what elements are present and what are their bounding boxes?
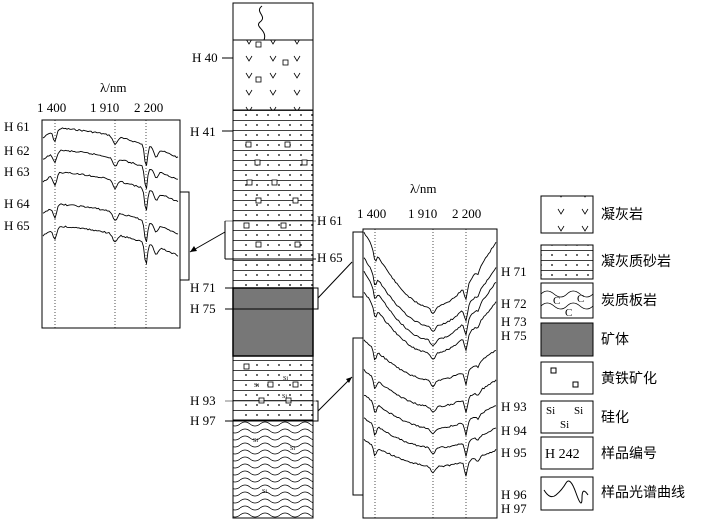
column-label: H 75 [190, 301, 216, 316]
pyrite-symbols [243, 41, 308, 404]
spectral-curve [363, 270, 497, 347]
spectral-curve [363, 417, 497, 457]
layer-tuff [232, 39, 314, 111]
svg-text:Si: Si [290, 446, 295, 452]
svg-text:H 242: H 242 [545, 447, 580, 462]
stratigraphic-column: Si Si Si Si Si Si H 40 H 41 H 71 H 75 H … [189, 2, 353, 519]
right-spectra-panel: λ/nm 1 400 1 910 2 200 H 71 H 72 H 73 H … [352, 181, 527, 519]
legend-swatch-slate [540, 282, 594, 319]
legend-label: 样品光谱曲线 [601, 485, 685, 501]
legend-label: 矿体 [601, 332, 629, 348]
right-sample-label: H 71 [501, 264, 527, 279]
right-sample-label: H 73 [501, 314, 527, 329]
arrow-to-right-panel [317, 376, 353, 412]
right-axis-label: λ/nm [410, 181, 437, 196]
spectral-curve [42, 149, 179, 189]
column-label: H 97 [190, 413, 216, 428]
svg-text:Si: Si [282, 394, 287, 400]
right-sample-label: H 75 [501, 328, 527, 343]
left-sample-label: H 65 [4, 218, 30, 233]
spectral-curve [42, 225, 179, 266]
spectral-curve [42, 171, 179, 211]
legend-swatch-ore [540, 322, 594, 357]
left-axis-label: λ/nm [100, 80, 127, 95]
legend-label: 炭质板岩 [601, 293, 657, 309]
svg-text:Si: Si [546, 405, 555, 417]
legend-label: 样品编号 [601, 446, 657, 462]
layer-ore-body [232, 287, 314, 357]
legend-swatch-spectral-curve [540, 476, 594, 511]
spectral-curve [363, 339, 497, 388]
right-sample-label: H 94 [501, 423, 527, 438]
spectral-curve [42, 127, 179, 166]
right-tick-2200: 2 200 [452, 206, 481, 221]
right-tick-1910: 1 910 [408, 206, 437, 221]
legend-swatch-pyrite [540, 361, 594, 395]
spectral-curve [363, 232, 497, 315]
left-tick-2200: 2 200 [134, 100, 163, 115]
legend: 凝灰岩 凝灰质砂岩 C C C 炭质板岩 矿体 黄铁矿化 Si Si Si 硅化… [540, 195, 685, 511]
spectral-curve [363, 369, 497, 413]
right-sample-label: H 72 [501, 296, 527, 311]
left-sample-label: H 62 [4, 143, 30, 158]
legend-label: 硅化 [601, 410, 629, 426]
column-label: H 71 [190, 280, 216, 295]
silica-symbols: Si Si Si Si Si Si [253, 376, 295, 495]
spectral-curve [42, 203, 179, 242]
right-sample-label: H 96 [501, 487, 527, 502]
layer-carbonaceous-slate [232, 419, 314, 519]
left-tick-1910: 1 910 [90, 100, 119, 115]
svg-text:C: C [565, 307, 572, 319]
right-plot-frame [362, 228, 498, 519]
legend-swatch-sample-code [540, 436, 594, 470]
right-sample-label: H 95 [501, 445, 527, 460]
left-bracket [180, 191, 190, 281]
spectral-curve [363, 257, 497, 332]
left-tick-1400: 1 400 [37, 100, 66, 115]
right-spectral-curves [363, 232, 497, 477]
left-sample-label: H 64 [4, 196, 30, 211]
right-sample-label: H 93 [501, 399, 527, 414]
column-label: H 65 [317, 250, 343, 265]
legend-label: 凝灰岩 [601, 207, 643, 223]
legend-swatch-sandstone [540, 244, 594, 280]
left-spectra-panel: λ/nm 1 400 1 910 2 200 H 61 H 62 H 63 H … [4, 80, 190, 329]
svg-text:Si: Si [560, 419, 569, 431]
arrow-to-left-panel [189, 231, 226, 253]
column-label: H 40 [192, 50, 218, 65]
svg-text:Si: Si [253, 438, 258, 444]
spectral-curve [363, 292, 497, 360]
legend-swatch-tuff [540, 195, 594, 234]
svg-text:Si: Si [283, 376, 288, 382]
left-sample-label: H 61 [4, 119, 30, 134]
svg-text:C: C [553, 295, 560, 307]
left-sample-label: H 63 [4, 164, 30, 179]
column-label: H 61 [317, 213, 343, 228]
svg-text:C: C [577, 293, 584, 305]
column-label: H 41 [190, 124, 216, 139]
column-label: H 93 [190, 393, 216, 408]
break-line [258, 5, 266, 41]
legend-label: 黄铁矿化 [601, 370, 657, 387]
connector-to-right-panel [317, 261, 353, 299]
spectral-curve [363, 439, 497, 477]
svg-text:Si: Si [262, 489, 267, 495]
left-spectral-curves [42, 127, 179, 266]
svg-text:Si: Si [254, 383, 259, 389]
layer-tuffaceous-sandstone-upper [232, 109, 314, 289]
right-bracket-lower [352, 337, 363, 496]
right-tick-1400: 1 400 [357, 206, 386, 221]
right-sample-label: H 97 [501, 501, 527, 516]
right-bracket-upper [352, 231, 363, 298]
left-plot-frame [41, 119, 181, 329]
spectral-curve [363, 394, 497, 436]
svg-text:Si: Si [574, 405, 583, 417]
legend-swatch-silica [540, 400, 594, 434]
legend-label: 凝灰质砂岩 [601, 254, 671, 270]
